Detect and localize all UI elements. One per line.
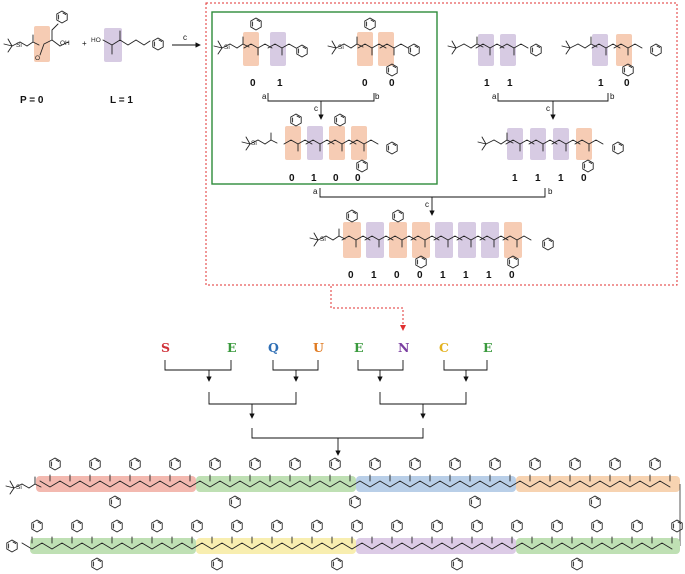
ho-atom-l: HO xyxy=(91,37,101,44)
dimer-11: 1 1 xyxy=(447,34,542,89)
tetramer-1110-digit-4: 0 xyxy=(581,173,587,184)
tetramer-1110-digit-1: 1 xyxy=(512,173,518,184)
coupling-right-top: a b c xyxy=(492,92,615,120)
seq-letter-1: S xyxy=(161,340,170,355)
seq-letter-5: E xyxy=(354,340,364,355)
dimer-11-digit-2: 1 xyxy=(507,78,513,89)
svg-text:Si: Si xyxy=(338,44,344,51)
octamer-digit-5: 1 xyxy=(440,270,446,281)
si-atom-p: Si xyxy=(16,42,22,49)
octamer-digit-6: 1 xyxy=(463,270,469,281)
l-highlight xyxy=(104,28,122,62)
dimer-10: 1 0 xyxy=(561,34,662,89)
octamer-digit-8: 0 xyxy=(509,270,515,281)
svg-text:Si: Si xyxy=(16,484,22,491)
seq-letter-3: Q xyxy=(268,340,279,355)
oh-atom-p: OH xyxy=(60,40,70,47)
l-label: L = 1 xyxy=(110,95,133,106)
svg-text:a: a xyxy=(262,92,267,101)
sequence-letters: S E Q U E N C E xyxy=(161,340,493,355)
tetramer-0100: Si 0 1 0 0 xyxy=(241,113,398,184)
tetramer-1110-digit-3: 1 xyxy=(558,173,564,184)
coupling-middle: a b c xyxy=(313,187,553,216)
reagent-label: c xyxy=(183,33,187,42)
svg-text:Si: Si xyxy=(251,140,257,147)
dimer-10-digit-2: 0 xyxy=(624,78,630,89)
svg-text:b: b xyxy=(610,92,615,101)
svg-text:c: c xyxy=(546,104,550,113)
svg-text:Si: Si xyxy=(224,44,230,51)
plus-sign: + xyxy=(82,39,87,48)
svg-text:Si: Si xyxy=(320,236,326,243)
octamer-digit-4: 0 xyxy=(417,270,423,281)
tetramer-0100-digit-2: 1 xyxy=(311,173,317,184)
dimer-00-digit-2: 0 xyxy=(389,78,395,89)
monomer-p: Si O OH P = 0 xyxy=(3,10,70,106)
tetramer-1110: 1 1 1 0 xyxy=(477,128,624,184)
seq-letter-8: E xyxy=(483,340,493,355)
seq-letter-4: U xyxy=(313,340,324,355)
octamer-digit-3: 0 xyxy=(394,270,400,281)
red-connector xyxy=(330,286,406,331)
dimer-10-digit-1: 1 xyxy=(598,78,604,89)
tetramer-1110-digit-2: 1 xyxy=(535,173,541,184)
p-highlight xyxy=(34,26,50,62)
svg-text:b: b xyxy=(548,187,553,196)
seq-letter-7: C xyxy=(439,340,449,355)
octamer: Si 0 1 0 0 1 1 1 0 xyxy=(309,209,554,281)
octamer-digit-7: 1 xyxy=(486,270,492,281)
dimer-01-digit-1: 0 xyxy=(250,78,256,89)
dimer-01-digit-2: 1 xyxy=(277,78,283,89)
p-label: P = 0 xyxy=(20,95,44,106)
octamer-digit-2: 1 xyxy=(371,270,377,281)
polymer-row-1: Si xyxy=(5,457,680,509)
octamer-digit-1: 0 xyxy=(348,270,354,281)
dimer-00: Si 0 0 xyxy=(327,17,420,89)
svg-text:c: c xyxy=(425,200,429,209)
o-atom-p: O xyxy=(35,55,40,62)
sequence-tree xyxy=(164,360,488,456)
monomer-l: HO L = 1 xyxy=(91,28,164,106)
green-box xyxy=(211,11,438,185)
polymer-row-2 xyxy=(6,519,683,571)
tetramer-0100-digit-1: 0 xyxy=(289,173,295,184)
tetramer-0100-digit-3: 0 xyxy=(333,173,339,184)
seq-letter-2: E xyxy=(227,340,237,355)
dimer-01: Si 0 1 xyxy=(213,17,308,89)
coupling-left-top: a b c xyxy=(262,92,380,120)
reagent-arrow: c xyxy=(172,33,201,48)
dimer-11-digit-1: 1 xyxy=(484,78,490,89)
svg-text:b: b xyxy=(375,92,380,101)
tetramer-0100-digit-4: 0 xyxy=(355,173,361,184)
svg-text:a: a xyxy=(313,187,318,196)
seq-letter-6: N xyxy=(398,340,409,355)
svg-text:a: a xyxy=(492,92,497,101)
svg-text:c: c xyxy=(314,104,318,113)
dimer-00-digit-1: 0 xyxy=(362,78,368,89)
convergent-box xyxy=(205,2,678,286)
